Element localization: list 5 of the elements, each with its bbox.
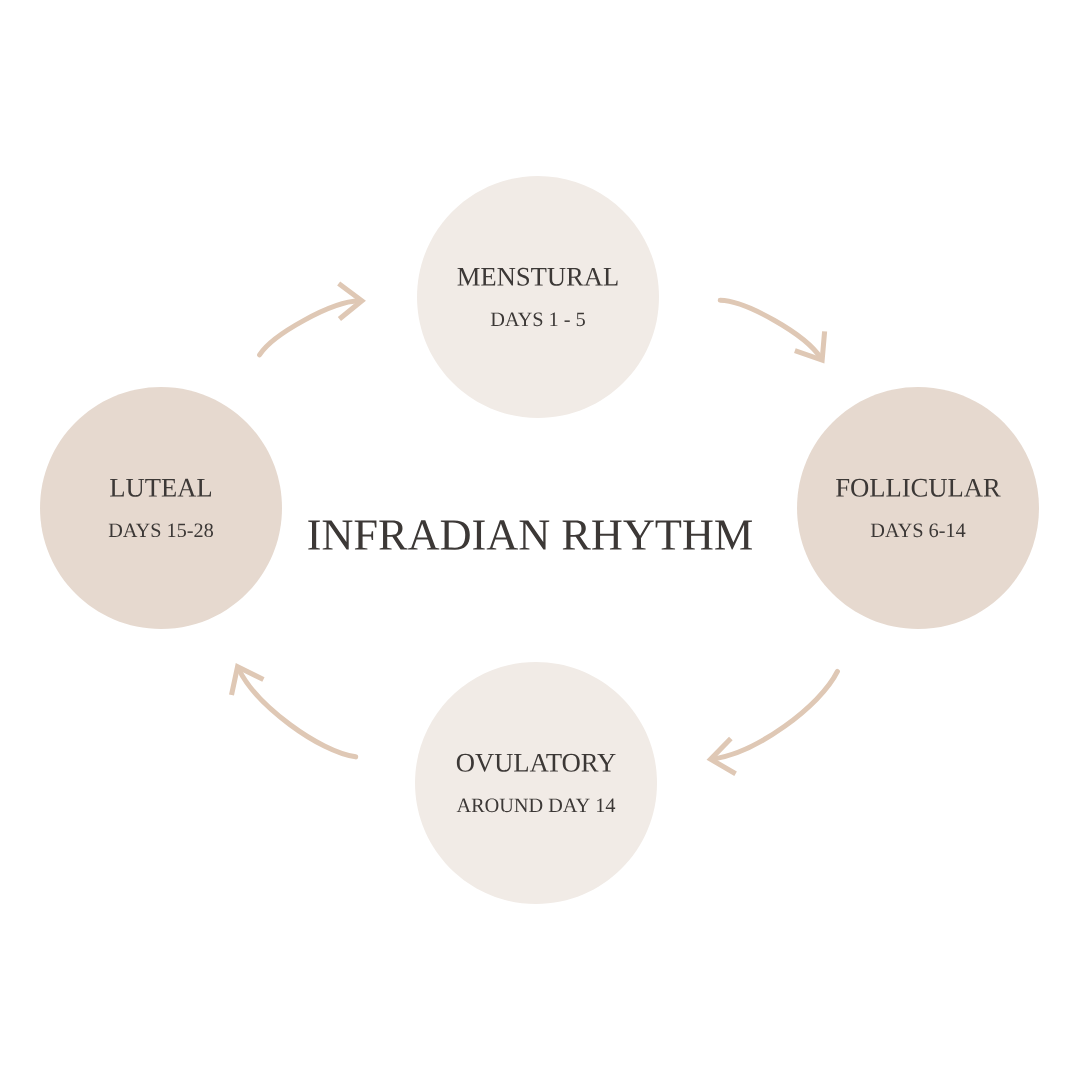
curved-arrow [229,663,359,760]
curved-arrow [717,297,828,364]
title: INFRADIAN RHYTHM [308,520,752,550]
curved-arrow [706,668,840,776]
curved-arrow [257,281,366,358]
